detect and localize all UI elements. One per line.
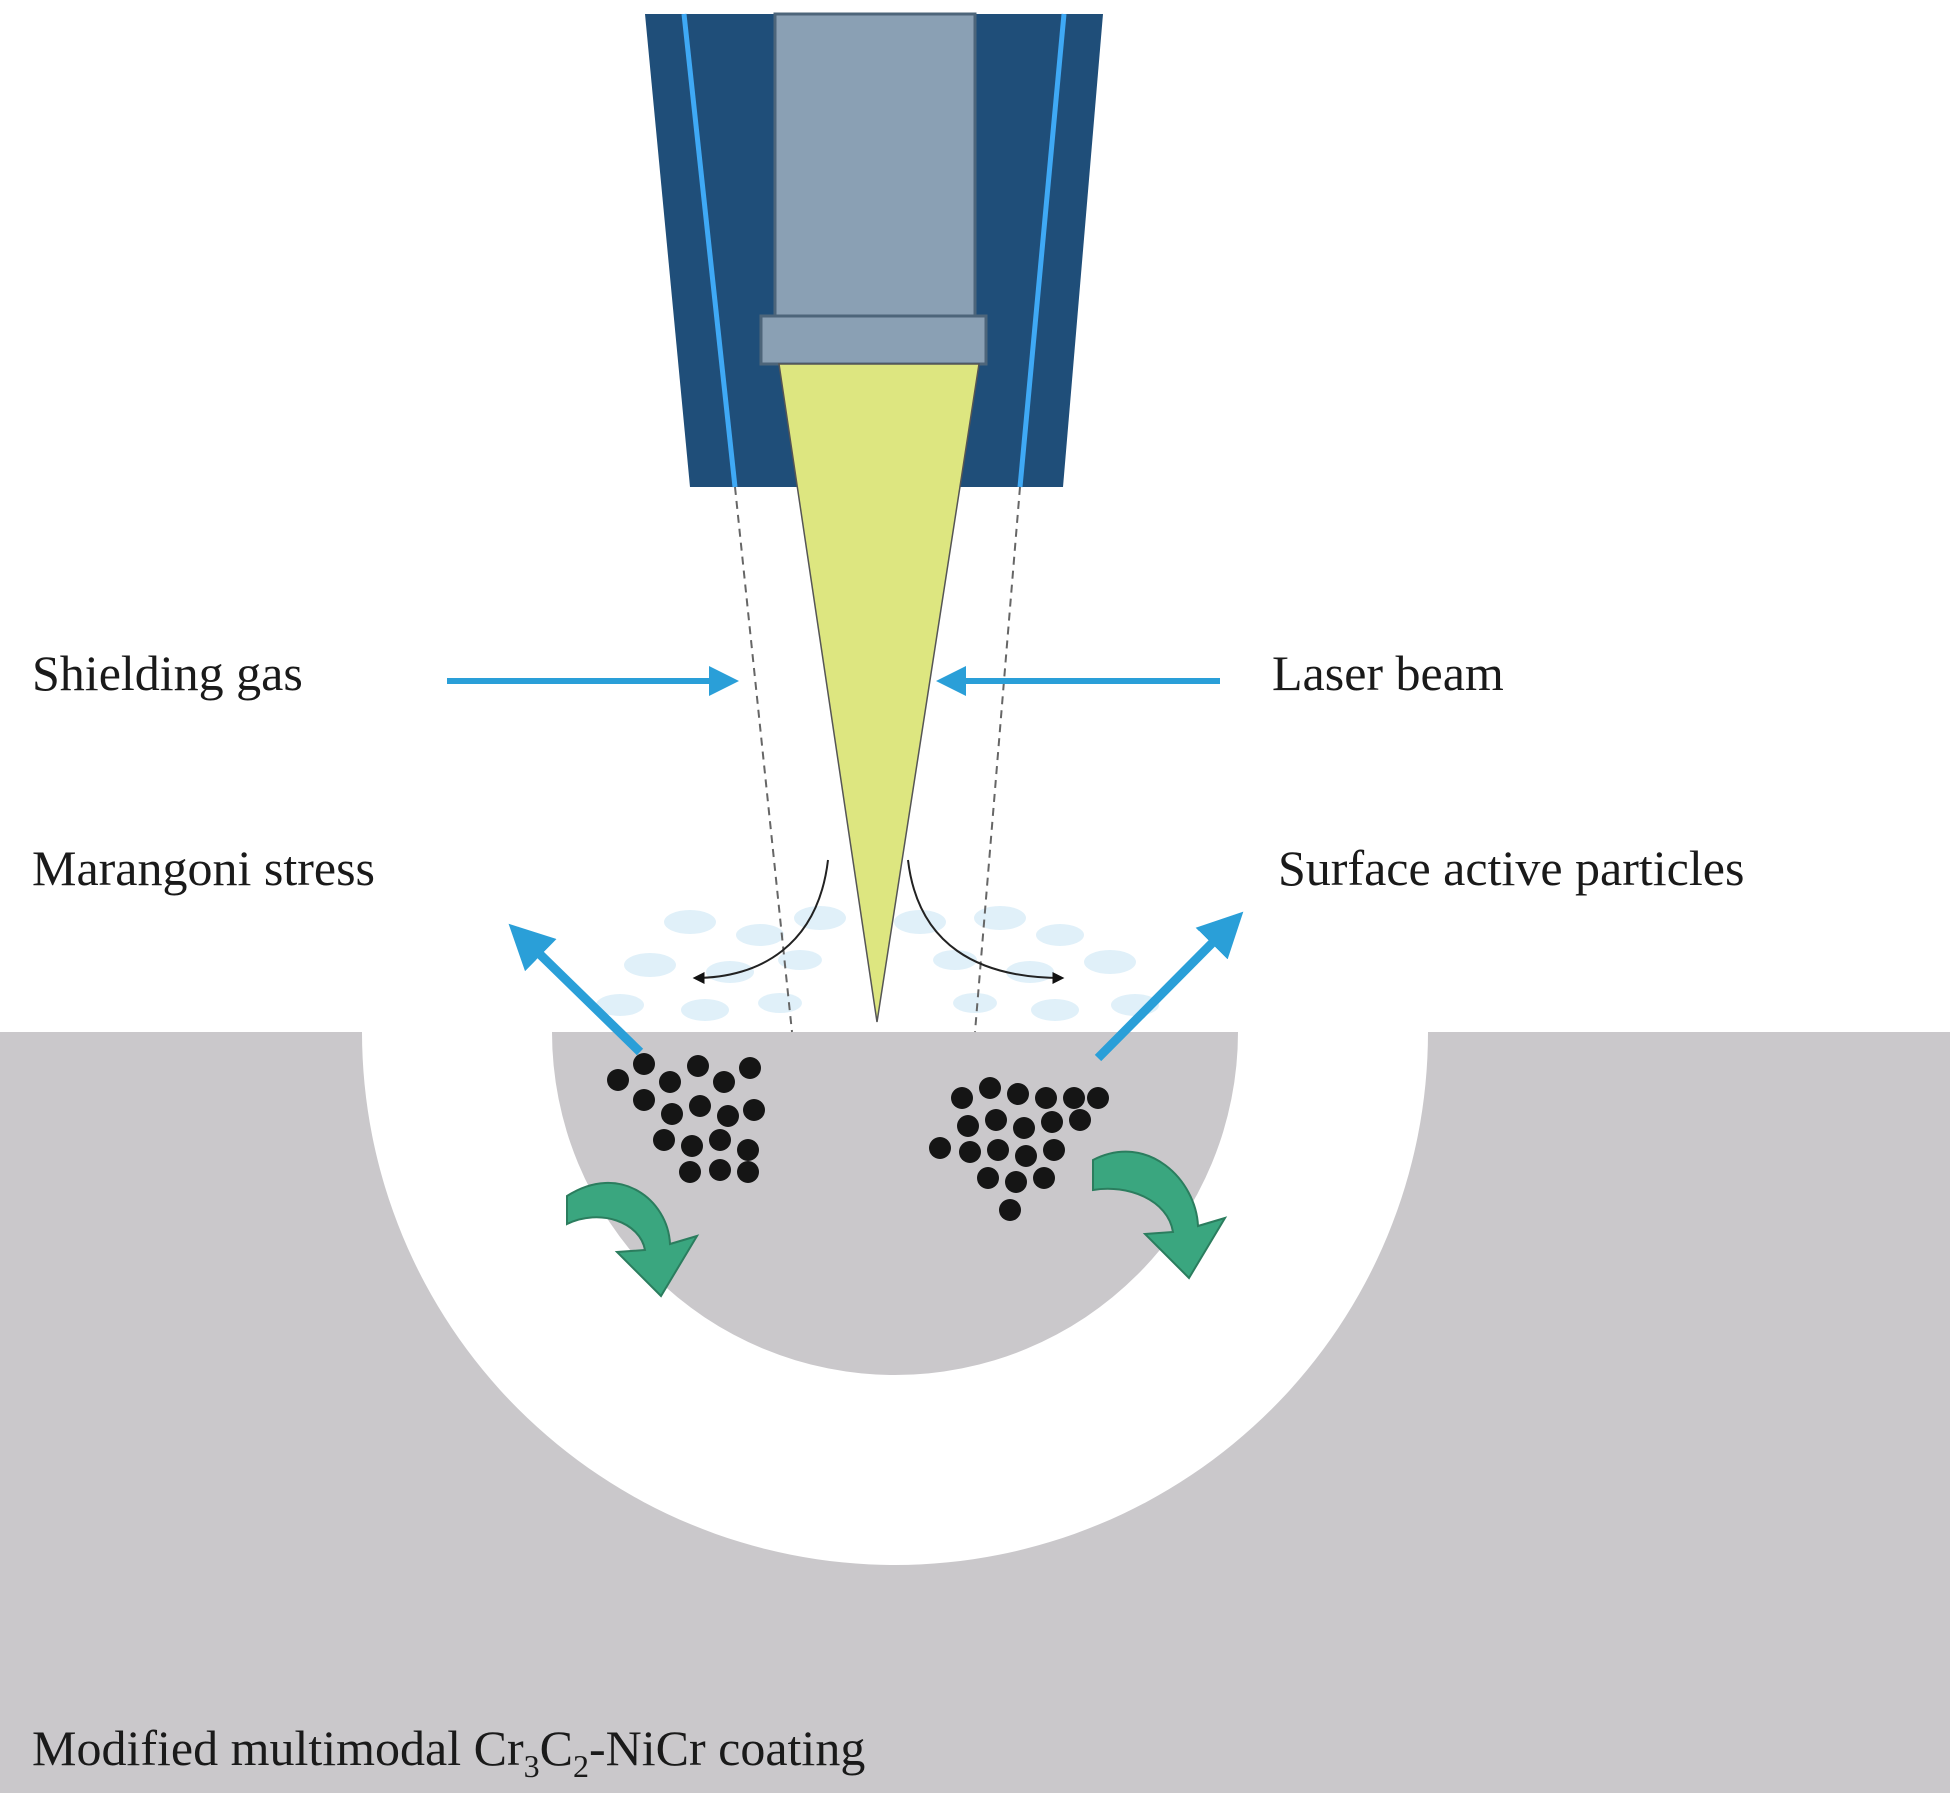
coating-label: Modified multimodal Cr3C2-NiCr coating <box>32 1720 865 1784</box>
nozzle-inner-tube <box>773 12 977 318</box>
particle-cluster-left <box>607 1053 765 1183</box>
surface-particles-arrow <box>1094 911 1244 1062</box>
flow-curve-left <box>692 859 829 984</box>
melt-pool-ring <box>362 1032 1428 1565</box>
surface-active-particles-label: Surface active particles <box>1278 840 1744 896</box>
flow-curve-right <box>907 859 1065 984</box>
vapor-bubbles <box>596 906 1159 1021</box>
gas-boundary-right <box>974 486 1021 1033</box>
nozzle-collar <box>759 314 988 366</box>
nozzle <box>645 12 1103 488</box>
laser-beam-label: Laser beam <box>1272 645 1504 701</box>
flow-arrow-left <box>566 1182 700 1298</box>
gas-boundary-left <box>734 486 793 1033</box>
nozzle-edge-line-left <box>681 13 738 488</box>
particle-cluster-right <box>929 1077 1109 1221</box>
shielding-gas-label: Shielding gas <box>32 645 303 701</box>
flow-arrow-right <box>1092 1150 1228 1280</box>
nozzle-edge-line-right <box>1017 13 1067 488</box>
laser-beam <box>778 363 980 1023</box>
marangoni-stress-arrow <box>508 923 644 1056</box>
marangoni-stress-label: Marangoni stress <box>32 840 375 896</box>
